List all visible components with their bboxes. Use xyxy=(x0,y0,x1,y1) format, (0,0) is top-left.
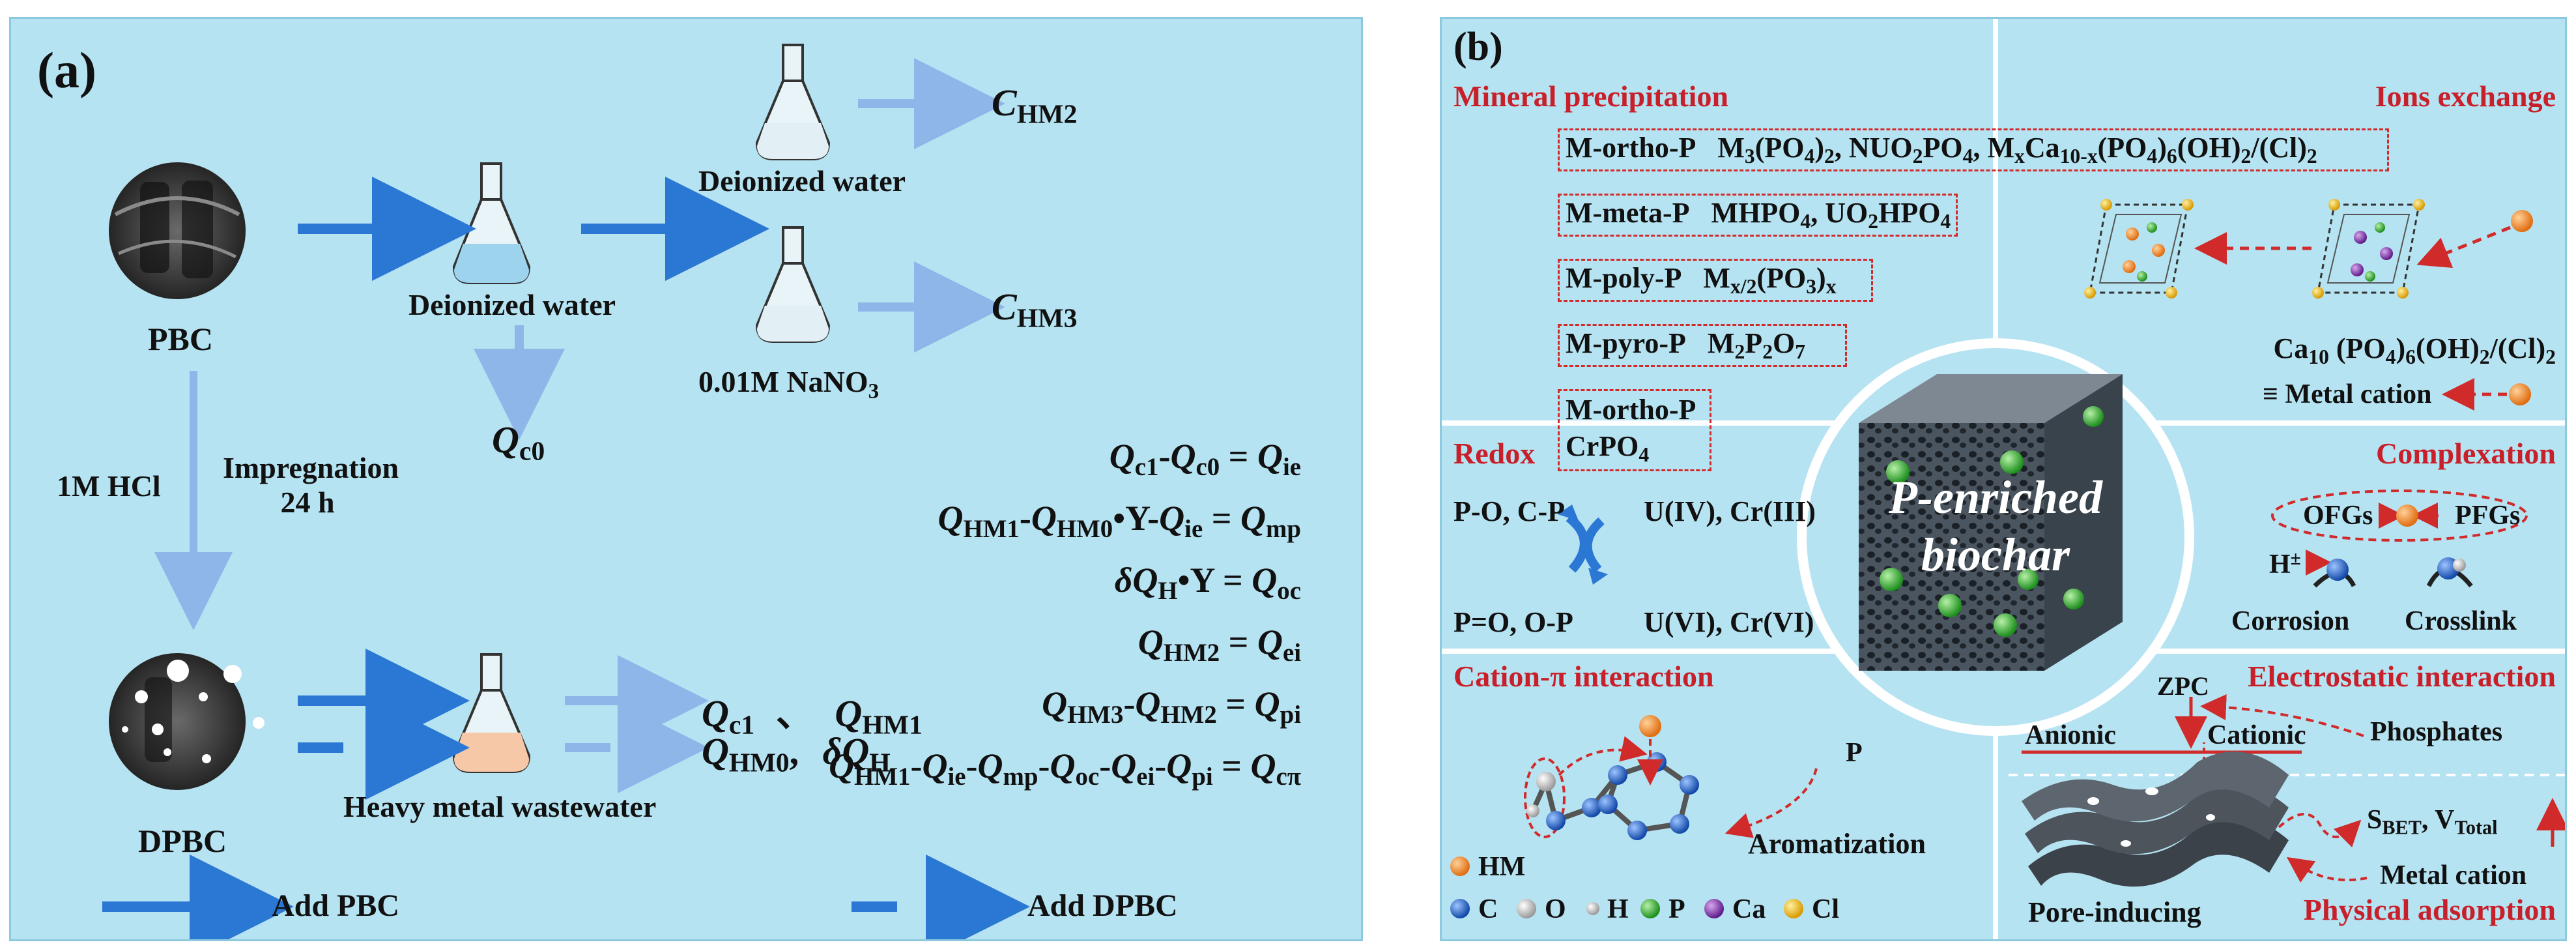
mineral-row-1: M-ortho-P M3(PO4)2, NUO2PO4, MxCa10-x(PO… xyxy=(1566,132,2317,168)
mineral-row-box-5 xyxy=(1558,389,1711,471)
redox-bottom-left: P=O, O-P xyxy=(1453,606,1573,638)
legend-o-icon xyxy=(1517,899,1536,918)
center-title: P-enriched biochar xyxy=(1889,471,2102,581)
panel-b: (b) Mineral precipitation Ions exchange … xyxy=(1440,17,2567,941)
lattice-right xyxy=(2312,199,2425,299)
legend-h-icon xyxy=(1586,902,1599,915)
section-electrostatic: Electrostatic interaction xyxy=(2247,660,2556,693)
flask-wastewater-icon xyxy=(452,653,531,773)
legend-o-label: O xyxy=(1545,894,1566,924)
dpbc-image xyxy=(109,653,265,790)
complexation-corrosion: Corrosion xyxy=(2231,606,2350,636)
redox-top-left: P-O, C-P xyxy=(1453,495,1566,527)
panel-b-label: (b) xyxy=(1453,25,1503,69)
hcl-label: 1M HCl xyxy=(57,469,161,503)
mineral-row-box-4 xyxy=(1558,324,1847,367)
electro-anionic: Anionic xyxy=(2025,720,2117,750)
section-physical-adsorption: Physical adsorption xyxy=(2303,893,2556,926)
physical-adsorption-graphic xyxy=(2022,752,2565,887)
panel-a: (a) xyxy=(9,17,1363,941)
ions-formula: Ca10 (PO4)6(OH)2/(Cl)2 xyxy=(2273,332,2556,368)
electro-cationic: Cationic xyxy=(2207,720,2306,750)
electro-phosphates: Phosphates xyxy=(2370,717,2503,747)
equations-block: Qc1-Qc0 = Qie QHM1-QHM0•Y-Qie = Qmp δQH•… xyxy=(715,436,1301,879)
cation-pi-molecule xyxy=(1524,715,1818,840)
physical-pore-inducing: Pore-inducing xyxy=(2028,896,2201,928)
ion-hm-icon xyxy=(2511,210,2533,232)
legend-c-label: C xyxy=(1478,894,1498,924)
legend-h-label: H xyxy=(1607,894,1629,924)
physical-metal-cation: Metal cation xyxy=(2380,860,2527,890)
section-complexation: Complexation xyxy=(2376,437,2556,470)
mineral-row-2: M-meta-P MHPO4, UO2HPO4 xyxy=(1566,197,1951,233)
complexation-h: H± xyxy=(2269,548,2301,580)
mineral-row-5: M-ortho-P CrPO4 xyxy=(1566,394,1696,466)
equation-2: QHM1-QHM0•Y-Qie = Qmp xyxy=(937,499,1301,543)
nano3-label: 0.01M NaNO3 xyxy=(698,365,880,403)
legend-c-icon xyxy=(1450,899,1470,918)
redox-top-right: U(IV), Cr(III) xyxy=(1644,495,1816,527)
complexation-pfgs: PFGs xyxy=(2455,501,2521,531)
pbc-image xyxy=(109,162,246,299)
electro-zpc: ZPC xyxy=(2157,671,2209,701)
c-hm3-label: CHM3 xyxy=(992,285,1078,334)
q-hm0-dq-h-label: QHM0, δQH xyxy=(702,730,891,778)
flask-center-icon xyxy=(452,162,531,284)
q-c0-label: Qc0 xyxy=(492,418,545,467)
legend-ca-label: Ca xyxy=(1732,894,1766,924)
mineral-row-box-2 xyxy=(1558,194,1958,237)
legend-cl-label: Cl xyxy=(1812,894,1839,924)
legend-p-icon xyxy=(1640,899,1660,918)
legend-hm-icon xyxy=(1450,856,1470,876)
complexation-crosslink: Crosslink xyxy=(2405,606,2517,636)
mineral-row-3: M-poly-P Mx/2(PO3)x xyxy=(1566,262,1837,298)
equation-4: QHM2 = Qei xyxy=(1138,622,1301,667)
biochar-cube xyxy=(1859,374,2123,671)
dpbc-label: DPBC xyxy=(138,823,227,859)
wastewater-label: Heavy metal wastewater xyxy=(343,790,657,823)
redox-bottom-right: U(VI), Cr(VI) xyxy=(1644,606,1814,638)
legend-p-label: P xyxy=(1668,894,1685,924)
redox-arrows xyxy=(1558,505,1608,585)
legend-cl-icon xyxy=(1784,899,1803,918)
cation-pi-p: P xyxy=(1846,738,1863,768)
impregnation-label: Impregnation 24 h xyxy=(223,451,399,519)
panel-b-graphics xyxy=(1442,19,2565,939)
di-water-top-label: Deionized water xyxy=(698,164,906,198)
lattice-left xyxy=(2084,199,2194,299)
electrostatic-graphic xyxy=(2009,694,2565,776)
physical-sbet-vtotal: SBET, VTotal xyxy=(2367,805,2498,839)
pbc-label: PBC xyxy=(148,321,213,357)
flask-nano3-icon xyxy=(755,226,831,343)
mineral-row-box-3 xyxy=(1558,259,1873,302)
complexation-ofgs: OFGs xyxy=(2303,501,2373,531)
legend-ca-icon xyxy=(1704,899,1724,918)
section-cation-pi: Cation-π interaction xyxy=(1453,660,1714,693)
cation-pi-aromatization: Aromatization xyxy=(1748,828,1926,860)
complexation-graphic xyxy=(2271,490,2528,588)
mineral-row-4: M-pyro-P M2P2O7 xyxy=(1566,327,1806,363)
panel-a-label: (a) xyxy=(37,42,96,98)
legend-hm-label: HM xyxy=(1478,852,1526,882)
mineral-row-box-1 xyxy=(1558,128,2389,171)
equation-6: QHM1-Qie-Qmp-Qoc-Qei-Qpi = Qcπ xyxy=(829,746,1301,791)
equation-5: QHM3-QHM2 = Qpi xyxy=(1042,684,1301,729)
metal-cation-icon xyxy=(2509,383,2531,405)
section-redox: Redox xyxy=(1453,437,1536,470)
flask-di-water-icon xyxy=(755,44,831,160)
legend-add-dpbc: Add DPBC xyxy=(1027,888,1178,923)
section-ions-exchange: Ions exchange xyxy=(2375,80,2556,113)
di-water-center-label: Deionized water xyxy=(408,288,616,321)
legend-add-pbc: Add PBC xyxy=(272,888,400,923)
panel-a-graphics xyxy=(102,44,1030,939)
equation-1: Qc1-Qc0 = Qie xyxy=(1109,437,1301,481)
c-hm2-label: CHM2 xyxy=(992,81,1078,130)
q-c1-q-hm1-label: Qc1 、 QHM1 xyxy=(702,692,923,740)
equation-3: δQH•Y = Qoc xyxy=(1114,561,1301,605)
ions-metal-cation: ≡ Metal cation xyxy=(2263,379,2432,409)
section-mineral-precipitation: Mineral precipitation xyxy=(1453,80,1729,113)
